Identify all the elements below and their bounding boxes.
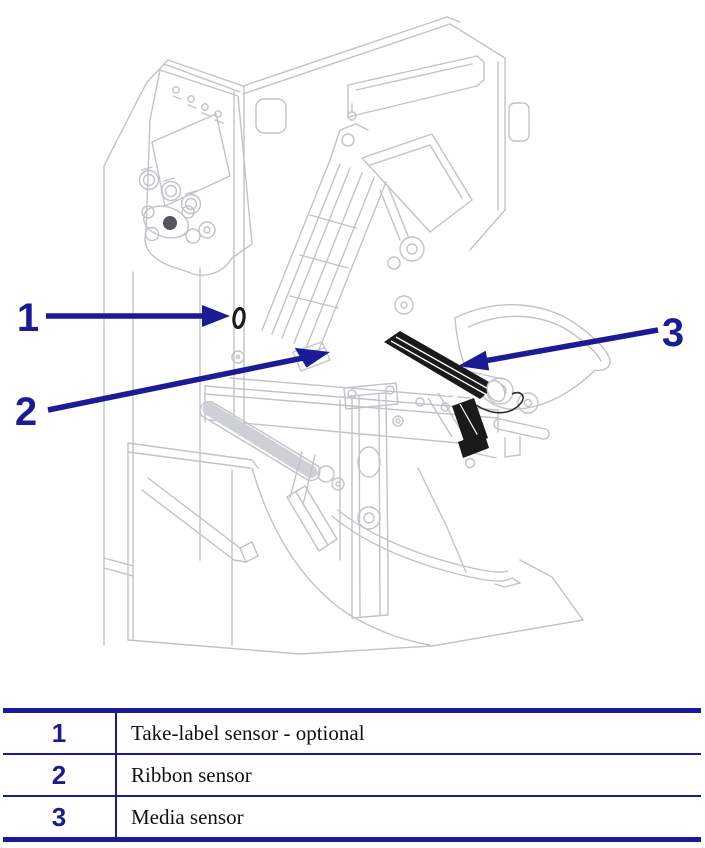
- display-screen: [151, 113, 231, 207]
- side-screw: [231, 350, 245, 364]
- frame-post: [339, 382, 399, 619]
- callout-3-arrowhead-icon: [458, 350, 490, 371]
- callout-3-arrow-line: [483, 327, 659, 364]
- row-separator: [3, 753, 701, 755]
- printer-figure: 1 2 3: [15, 16, 684, 655]
- latch-lever: [286, 451, 338, 552]
- callout-2: 2: [15, 347, 330, 434]
- printer-top-cover: [242, 16, 530, 251]
- printer-body-lines: [103, 16, 611, 655]
- callout-1-number: 1: [17, 296, 39, 340]
- take-label-sensor-oval: [232, 306, 246, 330]
- row-separator: [3, 795, 701, 797]
- media-sensor-black-bar: [384, 331, 524, 469]
- callout-2-arrowhead-icon: [294, 347, 330, 368]
- callout-3-number: 3: [662, 311, 684, 355]
- row-description: Ribbon sensor: [131, 762, 252, 787]
- row-description: Take-label sensor - optional: [131, 720, 365, 745]
- callout-3: 3: [458, 311, 684, 371]
- callout-1-arrowhead-icon: [202, 305, 230, 327]
- printhead-assembly: [261, 103, 473, 353]
- ribbon-sensor-part: [292, 341, 331, 372]
- printer-base: [127, 442, 584, 655]
- callout-1: 1: [17, 296, 230, 340]
- table-row: 3 Media sensor: [3, 797, 701, 837]
- row-number: 3: [3, 797, 117, 837]
- printer-line-art-icon: 1 2 3: [15, 16, 684, 655]
- row-number: 1: [3, 713, 117, 753]
- control-panel: [138, 69, 253, 276]
- callout-2-number: 2: [15, 390, 37, 434]
- platen-coil-roller: [199, 400, 345, 491]
- table-row: 1 Take-label sensor - optional: [3, 713, 701, 753]
- row-description: Media sensor: [131, 804, 244, 829]
- table-row: 2 Ribbon sensor: [3, 755, 701, 795]
- legend-table: 1 Take-label sensor - optional 2 Ribbon …: [3, 708, 701, 842]
- row-number: 2: [3, 755, 117, 795]
- callout-2-arrow-line: [47, 355, 304, 413]
